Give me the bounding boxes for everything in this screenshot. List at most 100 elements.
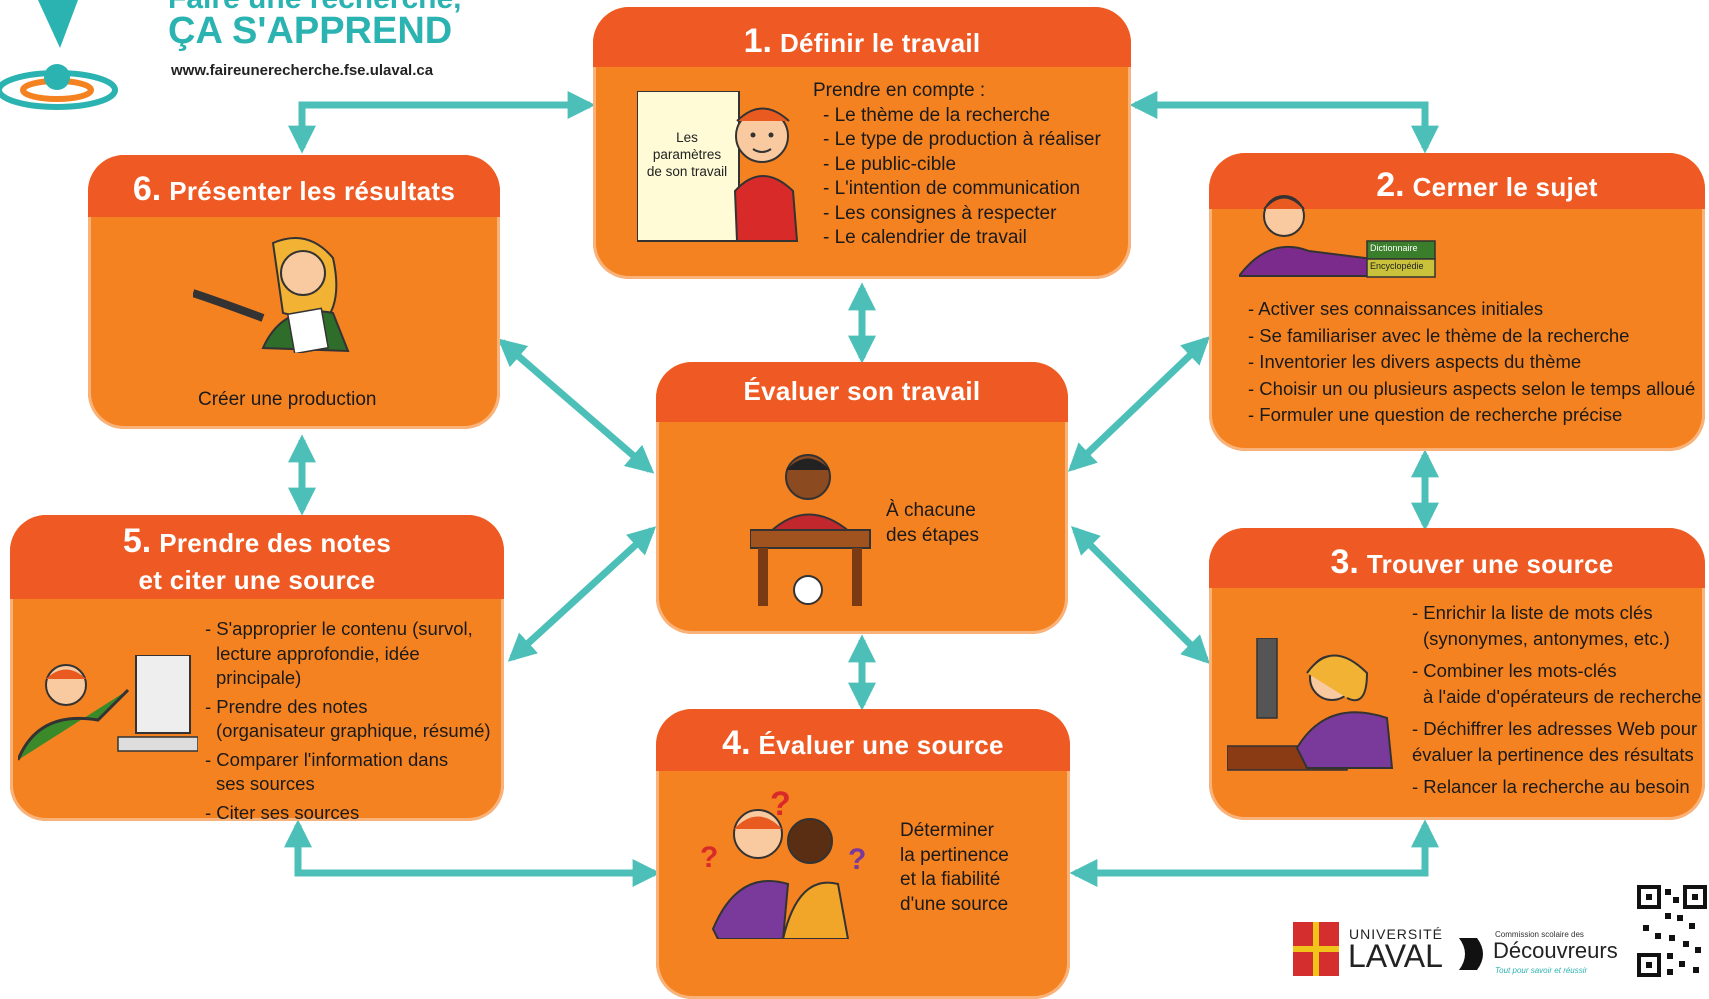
step-1-item: - Le type de production à réaliser: [823, 129, 1101, 150]
svg-text:?: ?: [770, 789, 791, 823]
connector-arrows: [284, 91, 1439, 887]
step-2-number: 2.: [1376, 166, 1405, 204]
step-3-title: Trouver une source: [1366, 549, 1614, 579]
step-5-number: 5.: [122, 522, 152, 560]
step-3-item: - Relancer la recherche au besoin: [1412, 776, 1690, 797]
step-1-item: - Le public-cible: [823, 153, 957, 175]
arrow-6-to-center: [497, 338, 655, 474]
step-5-item: (organisateur graphique, résumé): [216, 720, 491, 741]
step-1-header: 1.Définir le travail: [593, 7, 1131, 67]
step-3-number: 3.: [1330, 543, 1359, 581]
step-4-content: Déterminer la pertinence et la fiabilité…: [900, 819, 1009, 917]
step-6-text: Créer une production: [198, 389, 377, 410]
step-1-item: - L'intention de communication: [823, 178, 1081, 199]
laval-logo: UNIVERSITÉ LAVAL: [1293, 922, 1443, 977]
step-2-item: - Choisir un ou plusieurs aspects selon …: [1248, 377, 1696, 399]
paper-illustration: Les paramètres de son travail: [636, 90, 807, 251]
step-5-item: - S'approprier le contenu (survol,: [205, 618, 473, 639]
student-desk-illustration: [749, 442, 880, 612]
step-1-intro: Prendre en compte :: [813, 80, 986, 101]
step-4-line: d'une source: [900, 893, 1009, 915]
laval-bottom-text: LAVAL: [1348, 938, 1443, 974]
step-1-box: 1.Définir le travail Les paramètres de s…: [593, 7, 1131, 279]
step-3-content: - Enrichir la liste de mots clés (synony…: [1412, 600, 1702, 800]
step-3-item: - Combiner les mots-clés: [1412, 660, 1617, 681]
step-5-item: ses sources: [216, 773, 315, 794]
website-url: www.faireunerecherche.fse.ulaval.ca: [171, 62, 434, 79]
step-4-title: Évaluer une source: [758, 730, 1004, 760]
step-5-content: - S'approprier le contenu (survol, lectu…: [205, 617, 504, 821]
student-with-books-illustration: Dictionnaire Encyclopédie: [1236, 181, 1469, 281]
book-encyclopedia-label: Encyclopédie: [1370, 261, 1424, 271]
step-3-item: - Déchiffrer les adresses Web pour: [1412, 718, 1698, 739]
step-4-line: la pertinence: [900, 844, 1009, 866]
step-2-item: - Formuler une question de recherche pré…: [1248, 404, 1623, 425]
student-laptop-illustration: [1226, 637, 1397, 773]
center-line-1: À chacune: [886, 500, 976, 521]
step-6-number: 6.: [132, 170, 162, 208]
step-1-item: - Le calendrier de travail: [823, 227, 1027, 248]
students-questions-illustration: ? ? ?: [698, 785, 878, 940]
step-2-title: Cerner le sujet: [1412, 172, 1598, 202]
student-computer-illustration: [16, 654, 199, 770]
presenter-illustration: [191, 233, 373, 355]
step-5-item: - Citer ses sources: [205, 801, 360, 822]
step-1-number: 1.: [743, 22, 772, 60]
step-3-item: (synonymes, antonymes, etc.): [1423, 628, 1670, 649]
step-2-content: - Activer ses connaissances initiales - …: [1248, 296, 1695, 429]
step-3-header: 3.Trouver une source: [1209, 528, 1705, 588]
csd-small-text: Commission scolaire des: [1495, 930, 1584, 939]
arrow-3-to-center: [1071, 526, 1210, 664]
logo-title-line2: ÇA S'APPREND: [168, 10, 453, 52]
center-line-2: des étapes: [886, 525, 979, 546]
step-2-item: - Inventorier les divers aspects du thèm…: [1248, 351, 1582, 372]
step-5-item: lecture approfondie, idée principale): [216, 642, 420, 689]
step-5-header: 5.Prendre des notes et citer une source: [10, 515, 504, 599]
step-5-box: 5.Prendre des notes et citer une source …: [10, 515, 504, 821]
step-1-item: - Les consignes à respecter: [823, 202, 1057, 224]
step-3-item: - Enrichir la liste de mots clés: [1412, 602, 1653, 623]
step-3-item: évaluer la pertinence des résultats: [1412, 744, 1694, 765]
step-5-item: - Prendre des notes: [205, 695, 368, 717]
step-4-line: et la fiabilité: [900, 869, 1001, 890]
step-1-title: Définir le travail: [779, 28, 981, 58]
step-6-header: 6.Présenter les résultats: [88, 155, 500, 217]
svg-text:?: ?: [700, 841, 718, 874]
center-title: Évaluer son travail: [743, 376, 981, 406]
step-6-title: Présenter les résultats: [169, 176, 456, 206]
arrow-1-to-2: [1129, 91, 1439, 154]
arrow-4-to-5: [284, 819, 661, 887]
step-1-item: - Le thème de la recherche: [823, 104, 1051, 126]
step-4-box: 4.Évaluer une source ? ? ? Déterminer la…: [656, 709, 1070, 999]
logo: [0, 0, 130, 115]
step-5-title-line2: et citer une source: [138, 565, 376, 595]
qr-code: [1637, 885, 1707, 977]
step-1-content: Prendre en compte : - Le thème de la rec…: [813, 79, 1101, 251]
center-header: Évaluer son travail: [656, 362, 1068, 422]
svg-text:?: ?: [848, 843, 866, 876]
logo-title-line1: Faire une recherche,: [168, 0, 461, 16]
book-dictionary-label: Dictionnaire: [1370, 243, 1418, 253]
step-5-title-line1: Prendre des notes: [159, 528, 392, 558]
arrow-2-to-center: [1067, 336, 1211, 472]
step-2-item: - Se familiariser avec le thème de la re…: [1248, 324, 1630, 346]
step-6-box: 6.Présenter les résultats Créer une prod…: [88, 155, 500, 429]
arrow-5-to-center: [507, 526, 657, 662]
step-4-line: Déterminer: [900, 820, 994, 841]
center-box: Évaluer son travail À chacune des étapes: [656, 362, 1068, 634]
step-2-item: - Activer ses connaissances initiales: [1248, 298, 1544, 319]
csd-logo: Commission scolaire des Découvreurs Tout…: [1457, 928, 1627, 978]
step-3-item: à l'aide d'opérateurs de recherche: [1423, 686, 1702, 707]
arrow-3-to-4: [1069, 819, 1439, 887]
step-2-box: 2.Cerner le sujet Dictionnaire Encyclopé…: [1209, 153, 1705, 451]
center-content: À chacune des étapes: [886, 498, 979, 548]
csd-name: Découvreurs: [1493, 938, 1618, 963]
arrow-6-to-1: [288, 91, 596, 154]
csd-tagline: Tout pour savoir et réussir: [1495, 966, 1588, 975]
step-4-header: 4.Évaluer une source: [656, 709, 1070, 771]
paper-text: Les paramètres de son travail: [646, 130, 728, 179]
step-3-box: 3.Trouver une source - Enrichir la liste…: [1209, 528, 1705, 820]
step-4-number: 4.: [722, 724, 751, 762]
laval-top-text: UNIVERSITÉ: [1349, 926, 1444, 942]
step-5-item: - Comparer l'information dans: [205, 748, 449, 770]
